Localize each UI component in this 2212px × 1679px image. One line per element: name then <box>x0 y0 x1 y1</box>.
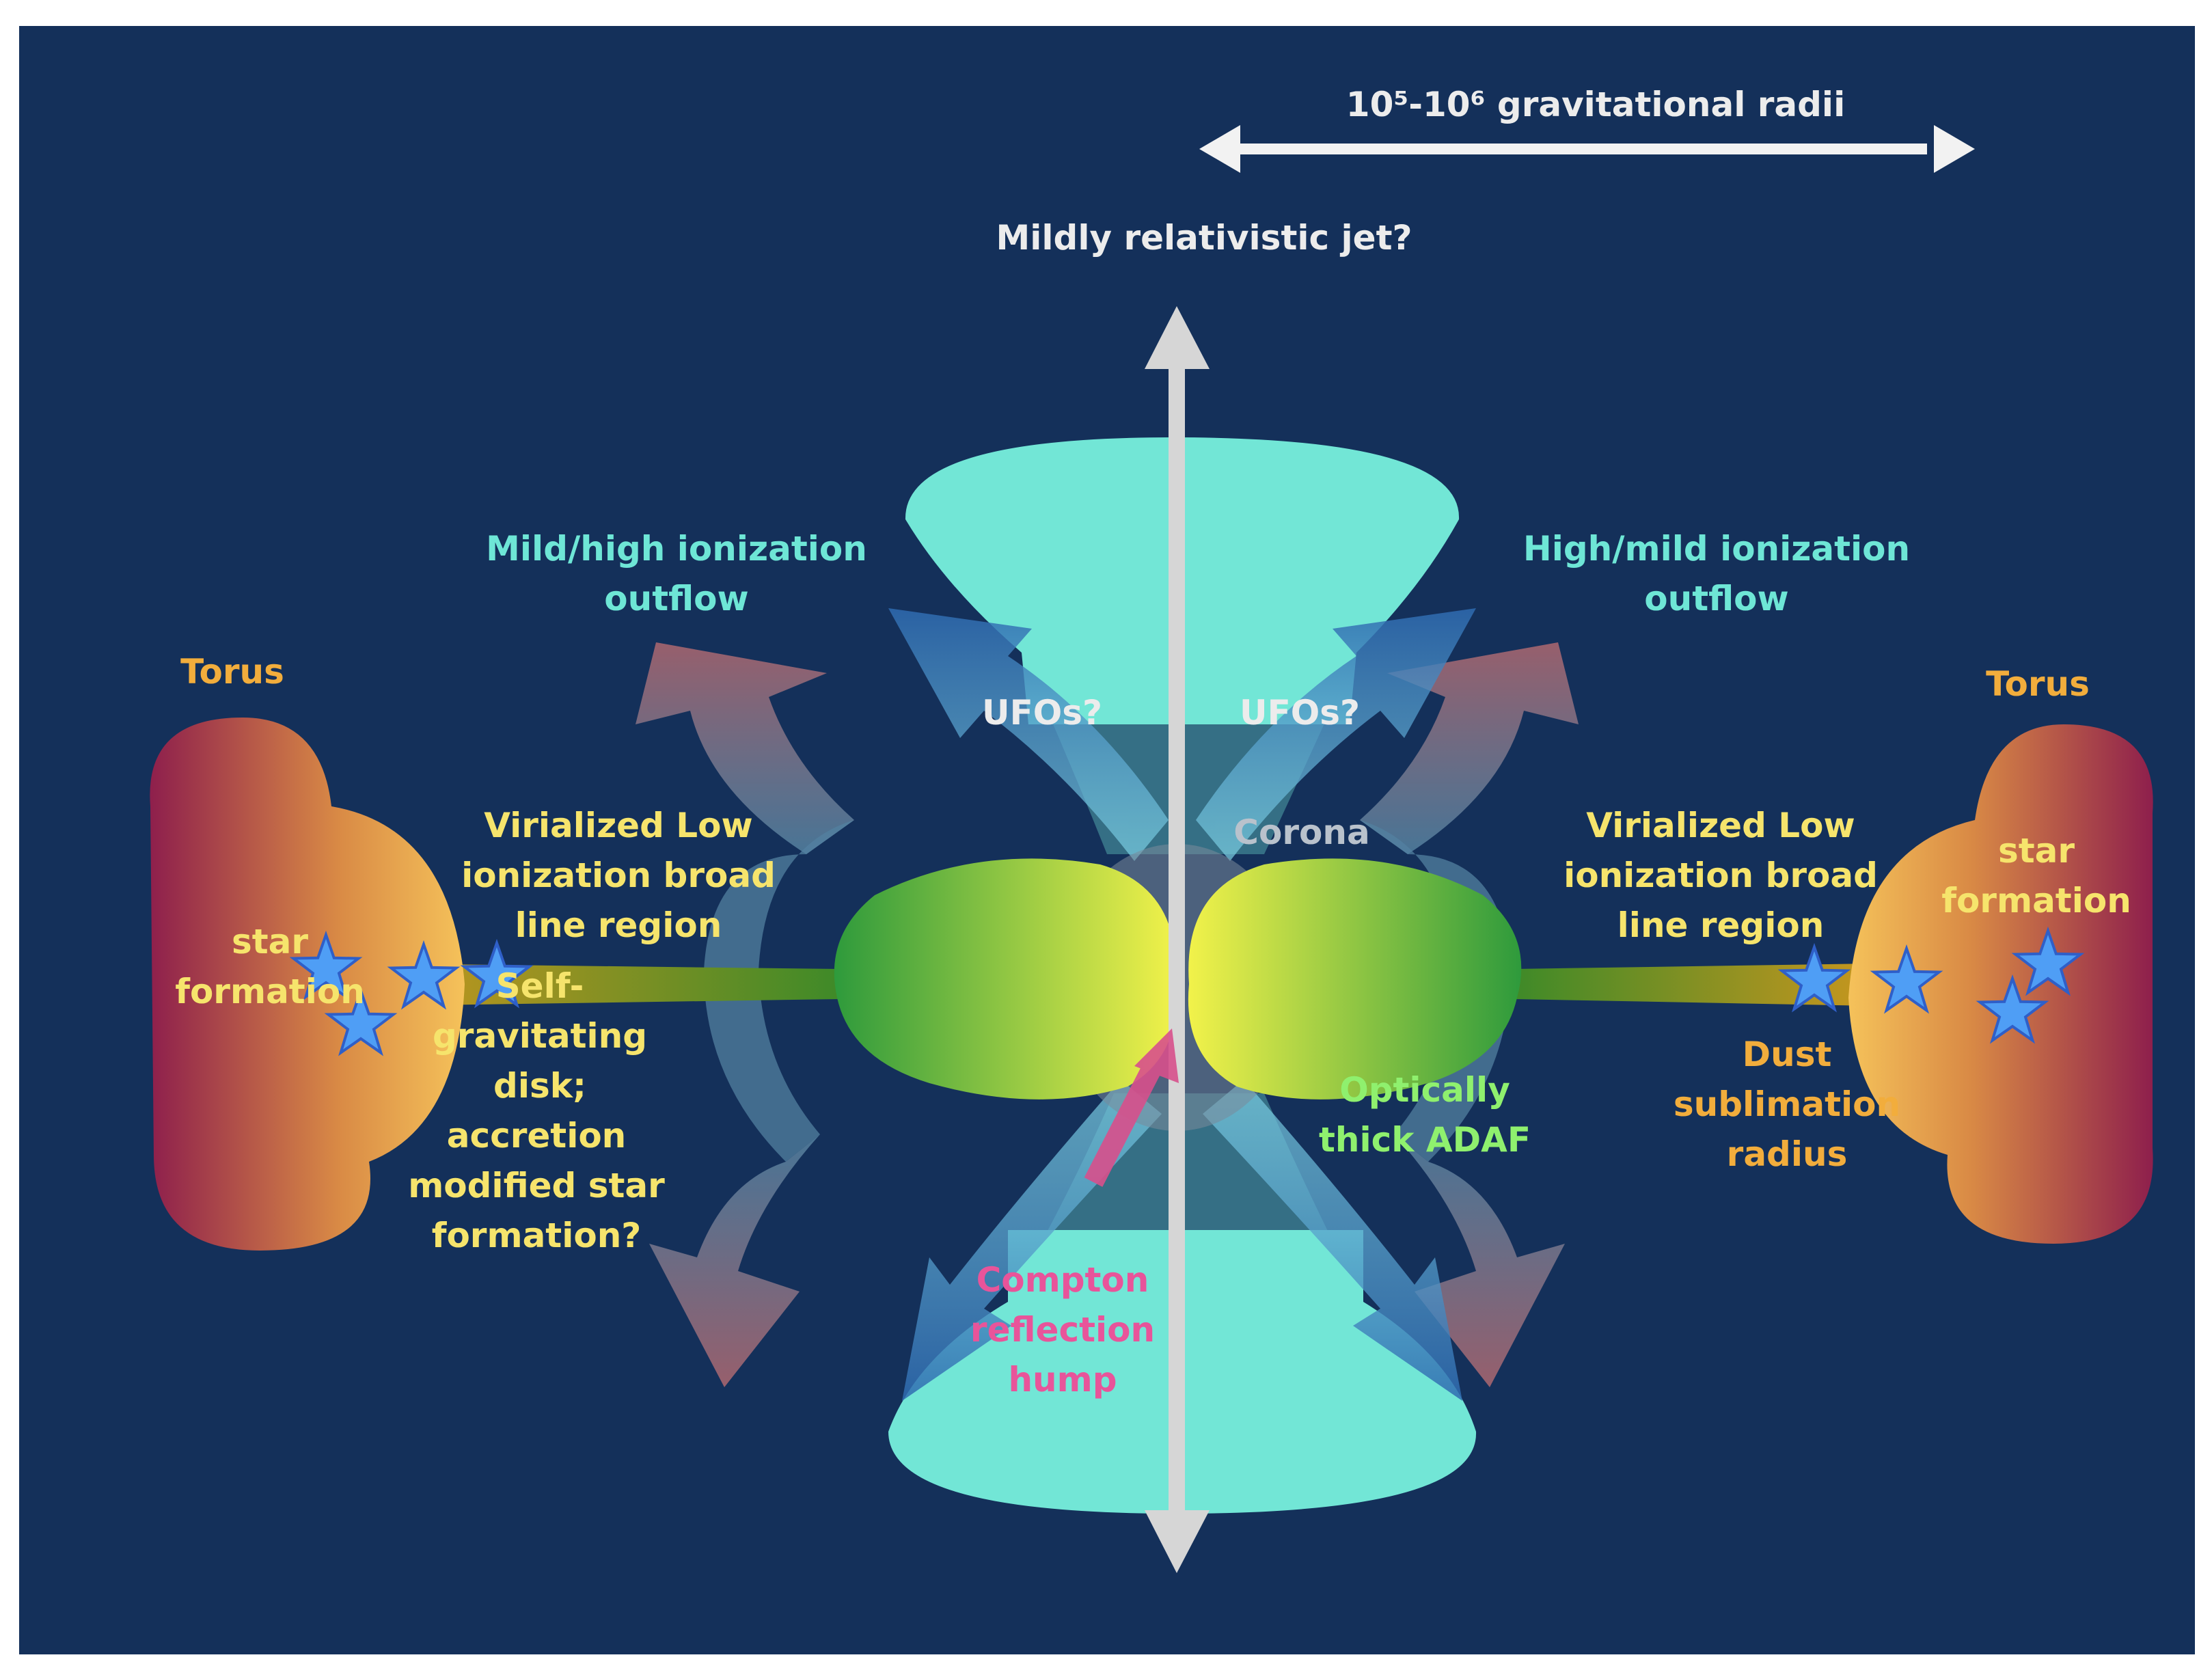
compton-label: reflection <box>970 1310 1155 1350</box>
adaf-label: Optically <box>1339 1070 1510 1110</box>
scale-arrow <box>1199 125 1975 173</box>
self-gravitating-disk-label: formation? <box>432 1216 642 1255</box>
compton-arrow <box>1084 1028 1179 1187</box>
self-gravitating-disk-label: gravitating <box>433 1016 647 1056</box>
torus-left <box>150 718 465 1251</box>
compton-label: Compton <box>977 1260 1149 1300</box>
blr-left-label: ionization broad <box>461 856 776 895</box>
ufo-left-label: UFOs? <box>982 693 1102 733</box>
outflow-arc-left <box>636 642 854 1387</box>
star-formation-left-label: formation <box>175 972 365 1011</box>
torus-right-label: Torus <box>1986 664 2090 704</box>
self-gravitating-disk-label: accretion <box>447 1116 627 1156</box>
compton-label: hump <box>1008 1360 1117 1400</box>
jet-axis <box>1145 306 1210 1573</box>
scale-label: 10⁵-10⁶ gravitational radii <box>1346 85 1845 124</box>
star-formation-right-label: star <box>1998 831 2075 871</box>
self-gravitating-disk-label: disk; <box>493 1066 586 1106</box>
torus-left-label: Torus <box>180 652 284 692</box>
adaf-lobe-left <box>834 858 1177 1100</box>
torus-right <box>1848 724 2153 1244</box>
blr-right-label: Virialized Low <box>1586 806 1855 845</box>
outflow-right-label: High/mild ionization <box>1523 529 1910 569</box>
jet-label: Mildly relativistic jet? <box>996 218 1412 258</box>
ufo-right-label: UFOs? <box>1240 693 1360 733</box>
adaf-label: thick ADAF <box>1319 1120 1531 1160</box>
outflow-left-label: Mild/high ionization <box>486 529 867 569</box>
ufo-arrows <box>888 608 1476 1401</box>
outflow-left-label: outflow <box>604 579 748 618</box>
self-gravitating-disk-label: Self- <box>496 966 584 1006</box>
blr-left-label: line region <box>515 905 722 945</box>
dust-sublimation-label: sublimation <box>1674 1084 1900 1124</box>
dust-sublimation-label: Dust <box>1743 1035 1832 1074</box>
labels: Mild/high ionization outflow High/mild i… <box>175 529 2131 1400</box>
blr-right-label: ionization broad <box>1564 856 1878 895</box>
adaf-lobe-right <box>1188 858 1522 1100</box>
corona-label: Corona <box>1233 813 1369 852</box>
blr-left-label: Virialized Low <box>484 806 752 845</box>
star-formation-left-label: star <box>232 922 308 961</box>
self-gravitating-disk-label: modified star <box>408 1166 665 1205</box>
outflow-right-label: outflow <box>1644 579 1788 618</box>
dust-sublimation-label: radius <box>1727 1134 1848 1174</box>
star-formation-right-label: formation <box>1941 881 2131 920</box>
blr-right-label: line region <box>1617 905 1825 945</box>
